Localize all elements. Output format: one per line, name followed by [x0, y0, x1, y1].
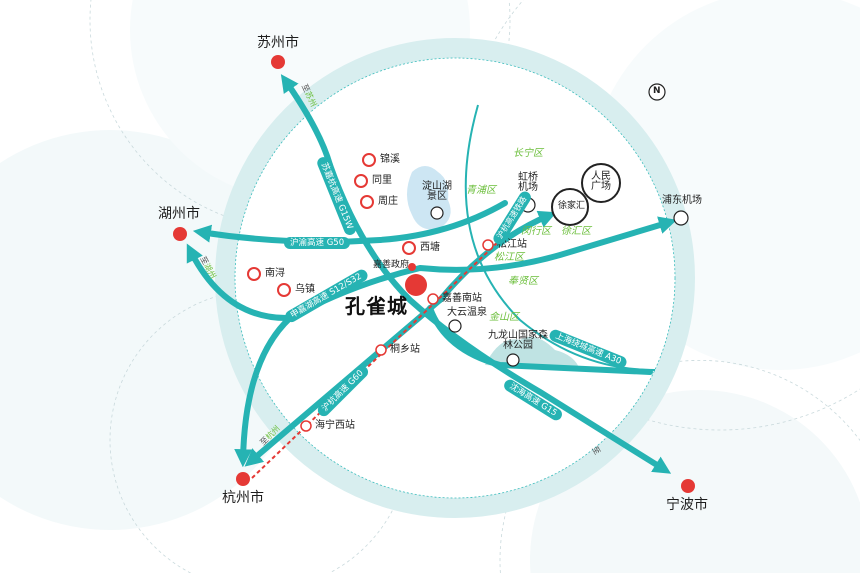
dashed-circle: [499, 359, 860, 573]
project-pin-icon: [405, 274, 427, 296]
road-jiulong: [427, 305, 653, 375]
town-wuzhen: 乌镇: [295, 284, 315, 295]
road-to-suzhou: [280, 74, 333, 168]
district-changning: 长宁区: [513, 148, 543, 159]
jiashannan-station-icon: [427, 293, 439, 305]
xujiahui-circle: [551, 188, 589, 226]
road-to-hangzhou-s12: [234, 315, 293, 468]
renmin-label: 人民广场: [591, 171, 611, 192]
shanghai-ring-road: [464, 104, 656, 371]
pudong-airport-label: 浦东机场: [662, 195, 702, 206]
hongqiao-airport-label: 虹桥机场: [518, 172, 538, 193]
xitang-marker-icon: [402, 241, 416, 255]
city-ningbo: 宁波市: [666, 497, 708, 513]
road-label-g50: 沪渝高速 G50: [284, 237, 351, 250]
station-tongxiang: 桐乡站: [390, 344, 420, 355]
scenic-icon: [430, 206, 444, 220]
district-minhang: 闵行区: [521, 226, 551, 237]
huzhou-marker-icon: [173, 227, 187, 241]
district-xuhui: 徐汇区: [561, 226, 591, 237]
road-g50: [192, 200, 508, 245]
songjiang-station-icon: [482, 239, 494, 251]
zhouzhuang-marker-icon: [360, 195, 374, 209]
station-jiashannan: 嘉善南站: [442, 293, 482, 304]
town-jinxi: 锦溪: [380, 154, 400, 165]
haining-station-icon: [300, 420, 312, 432]
range-ring-dashed: [234, 57, 676, 499]
district-songjiang: 松江区: [494, 252, 524, 263]
jiushan-label: 九龙山国家森林公园: [488, 330, 548, 351]
compass-icon: [648, 83, 666, 101]
station-songjiang: 松江站: [497, 239, 527, 250]
district-qingpu: 青浦区: [466, 185, 496, 196]
gov-label: 嘉善政府: [373, 260, 410, 270]
city-suzhou: 苏州市: [257, 35, 299, 51]
pudong-plane-icon: [673, 210, 689, 226]
town-nanxun: 南浔: [265, 268, 285, 279]
renmin-circle: [581, 163, 621, 203]
dianshan-label: 淀山湖景区: [422, 181, 452, 202]
hangzhou-marker-icon: [236, 472, 250, 486]
nanxun-marker-icon: [247, 267, 261, 281]
ningbo-marker-icon: [681, 479, 695, 493]
jinxi-marker-icon: [362, 153, 376, 167]
tongli-marker-icon: [354, 174, 368, 188]
scenic-icon: [506, 353, 520, 367]
town-zhouzhuang: 周庄: [378, 196, 398, 207]
road-to-huzhou: [186, 243, 293, 322]
town-tongli: 同里: [372, 175, 392, 186]
wuzhen-marker-icon: [277, 283, 291, 297]
city-huzhou: 湖州市: [158, 206, 200, 222]
scenic-icon: [448, 319, 462, 333]
project-logo: 孔雀城: [345, 294, 408, 318]
district-jinshan: 金山区: [489, 312, 519, 323]
suzhou-marker-icon: [271, 55, 285, 69]
town-xitang: 西塘: [420, 242, 440, 253]
city-hangzhou: 杭州市: [222, 490, 264, 506]
compass-label: N: [653, 86, 661, 96]
gov-star-icon: [408, 263, 416, 271]
dayun-label: 大云温泉: [447, 307, 487, 318]
xujiahui-label: 徐家汇: [558, 201, 586, 211]
tongxiang-station-icon: [375, 344, 387, 356]
district-fengxian: 奉贤区: [508, 276, 538, 287]
station-haining: 海宁西站: [315, 420, 355, 431]
dashed-circle: [89, 0, 511, 231]
